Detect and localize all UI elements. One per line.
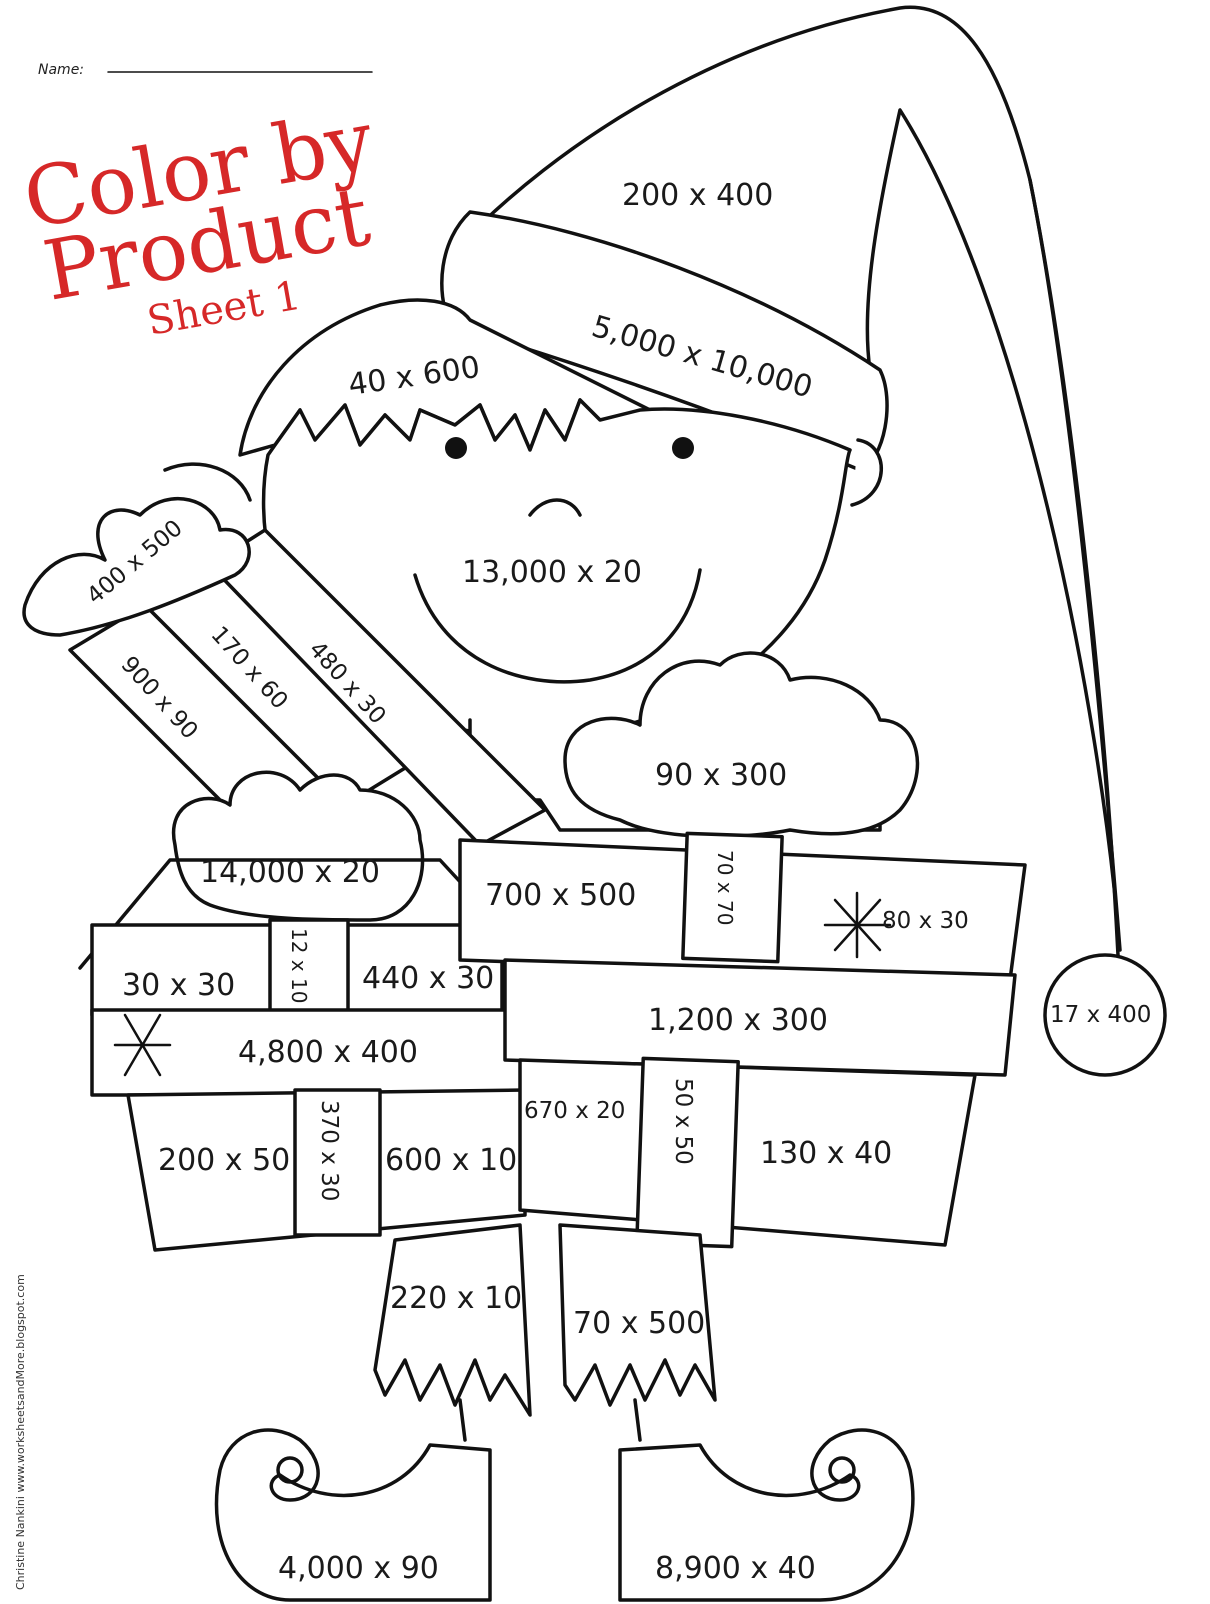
ear-right	[850, 438, 883, 507]
leg-left[interactable]	[373, 1223, 532, 1417]
bow-left-knot	[163, 462, 252, 502]
problem-hand-right: 90 x 300	[655, 758, 787, 793]
shoe-curl-left	[276, 1456, 304, 1484]
problem-hat-top: 200 x 400	[622, 178, 773, 213]
right-box-band[interactable]	[503, 958, 1017, 1077]
problem-left-lid-a: 30 x 30	[122, 968, 235, 1003]
hand-left[interactable]	[171, 770, 425, 922]
problem-right-band: 1,200 x 300	[648, 1003, 828, 1038]
shoe-right[interactable]	[618, 1428, 915, 1602]
problem-leg-right: 70 x 500	[573, 1306, 705, 1341]
problem-shoe-right: 8,900 x 40	[655, 1551, 816, 1586]
problem-left-lid-b: 440 x 30	[362, 961, 494, 996]
problem-right-body-ribbon: 50 x 50	[670, 1078, 696, 1165]
bow-left[interactable]	[22, 496, 251, 637]
mouth	[413, 568, 702, 684]
nose	[528, 498, 582, 517]
problem-left-band: 4,800 x 400	[238, 1035, 418, 1070]
right-box-lid-ribbon[interactable]	[681, 831, 784, 964]
shoe-curl-right	[828, 1456, 856, 1484]
left-box-body-ribbon[interactable]	[293, 1088, 382, 1237]
problem-leg-left: 220 x 10	[390, 1281, 522, 1316]
leg-right[interactable]	[558, 1223, 717, 1407]
problem-left-lid-ribbon: 12 x 10	[287, 928, 311, 1003]
eye-right	[672, 437, 694, 459]
name-label: Name:	[38, 62, 84, 78]
hand-right[interactable]	[563, 651, 920, 839]
star-decoration-left	[113, 1013, 172, 1077]
problem-right-body-a: 670 x 20	[524, 1098, 625, 1124]
star-decoration-right	[823, 891, 892, 959]
left-box-lid-ribbon[interactable]	[268, 918, 350, 1017]
pompom[interactable]	[1043, 953, 1167, 1077]
problem-left-body-a: 200 x 50	[158, 1143, 290, 1178]
problem-left-body-b: 600 x 10	[385, 1143, 517, 1178]
problem-right-body-b: 130 x 40	[760, 1136, 892, 1171]
problem-left-body-ribbon: 370 x 30	[316, 1100, 342, 1201]
eye-left	[445, 437, 467, 459]
pompom-cord	[1028, 178, 1120, 957]
left-box-band[interactable]	[90, 1008, 534, 1097]
problem-right-lid-b: 80 x 30	[882, 908, 969, 934]
problem-pompom: 17 x 400	[1050, 1002, 1151, 1028]
problem-right-lid-ribbon: 70 x 70	[713, 850, 737, 925]
problem-right-lid-a: 700 x 500	[485, 878, 636, 913]
credit-text: Christine Nankini www.worksheetsandMore.…	[14, 1274, 27, 1590]
problem-face: 13,000 x 20	[462, 555, 642, 590]
right-box-body[interactable]	[518, 1058, 977, 1247]
problem-hand-left: 14,000 x 20	[200, 855, 380, 890]
problem-shoe-left: 4,000 x 90	[278, 1551, 439, 1586]
